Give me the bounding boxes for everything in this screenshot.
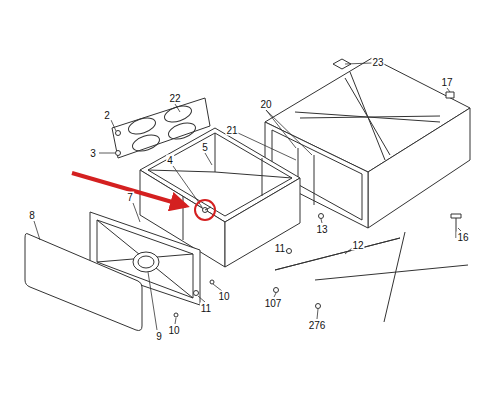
callout-number: 9 [155,331,163,342]
callout-number: 4 [166,155,174,166]
callout-number: 20 [259,99,272,110]
leader-line [274,293,276,297]
callout-number: 2 [103,110,111,121]
highlight [72,173,215,220]
callout-number: 21 [225,125,238,136]
screw-107 [274,288,279,293]
plate-hole [127,115,158,137]
leader-line [238,133,296,160]
screw-3 [116,151,121,156]
cabinet-side [368,108,470,228]
leader-line [321,219,322,223]
leader-line [317,309,318,319]
callout-number: 22 [168,93,181,104]
hardware [174,214,468,323]
leader-line [198,296,205,302]
clip-17 [446,92,454,98]
leader-line [266,110,312,155]
leader-line [447,88,450,92]
clip-10 [174,313,178,317]
screw-11 [194,291,199,296]
callout-number: 10 [217,291,230,302]
leader-line [173,166,202,207]
brace-bar [384,232,405,322]
screw-13 [319,214,324,219]
callout-number: 276 [308,320,327,331]
drawer-floor [215,172,292,178]
leader-line [175,318,176,324]
rail-20 [314,155,315,205]
leader-line [34,221,40,240]
callout-number: 3 [89,148,97,159]
callout-number: 13 [315,224,328,235]
drawer-side [225,178,300,267]
drawer-rib [183,196,184,240]
drawer-inner-edge [215,133,216,172]
leader-lines [34,63,461,330]
leader-line [148,272,157,330]
brace-bar [315,265,468,280]
screw-276 [316,304,321,309]
callout-number: 23 [371,57,384,68]
callout-number: 17 [440,77,453,88]
handle-cup-9 [133,252,159,272]
foot-16 [451,214,461,218]
leader-line [345,63,372,64]
red-arrow [72,173,186,206]
callout-number: 11 [274,243,286,254]
callout-number: 11 [200,303,212,314]
screw-11 [287,249,292,254]
handle-cup-inner [138,256,154,268]
drawer-floor [148,170,215,172]
plate-hole [163,103,194,125]
callout-number: 10 [167,325,180,336]
callout-number: 5 [201,142,209,153]
leader-line [205,153,212,165]
slide-rail-12-core [275,238,400,270]
front-cover [25,234,142,331]
callout-number: 12 [351,240,364,251]
plate-hole [167,120,198,142]
red-circle [195,200,215,220]
leader-line [175,104,180,112]
screw-2 [116,131,121,136]
drawer-divider [262,158,263,196]
slide-rail-12 [275,238,400,270]
top-brace [300,116,440,118]
callout-number: 8 [28,210,36,221]
callout-number: 107 [264,298,283,309]
plate-hole [131,132,162,154]
leader-line [133,203,140,222]
callout-number: 7 [126,192,134,203]
screw-4-shank [205,207,211,210]
leader-line [99,153,115,154]
cover-8 [25,234,142,331]
clip-10 [210,280,214,284]
callout-number: 16 [456,232,469,243]
top-brace [350,72,385,160]
leader-line [111,120,116,131]
